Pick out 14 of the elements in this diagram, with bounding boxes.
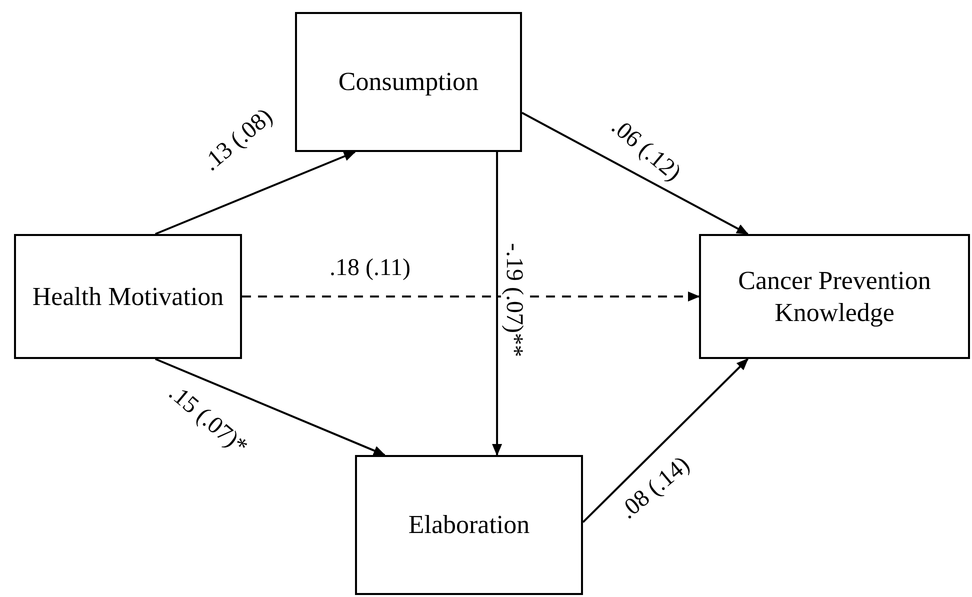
box-label: Health Motivation (31, 280, 225, 312)
variable-box (699, 234, 970, 359)
variable-box (355, 455, 583, 595)
box-label: Cancer Prevention Knowledge (737, 264, 932, 328)
arrow (492, 152, 502, 456)
arrow (522, 112, 749, 235)
box-label: Elaboration (407, 509, 531, 541)
variable-box (14, 234, 242, 359)
dashed-arrow (242, 292, 700, 302)
arrow (582, 358, 748, 523)
arrow (154, 151, 356, 235)
box-label: Consumption (337, 66, 480, 98)
arrow (154, 358, 386, 456)
variable-box (295, 12, 522, 152)
